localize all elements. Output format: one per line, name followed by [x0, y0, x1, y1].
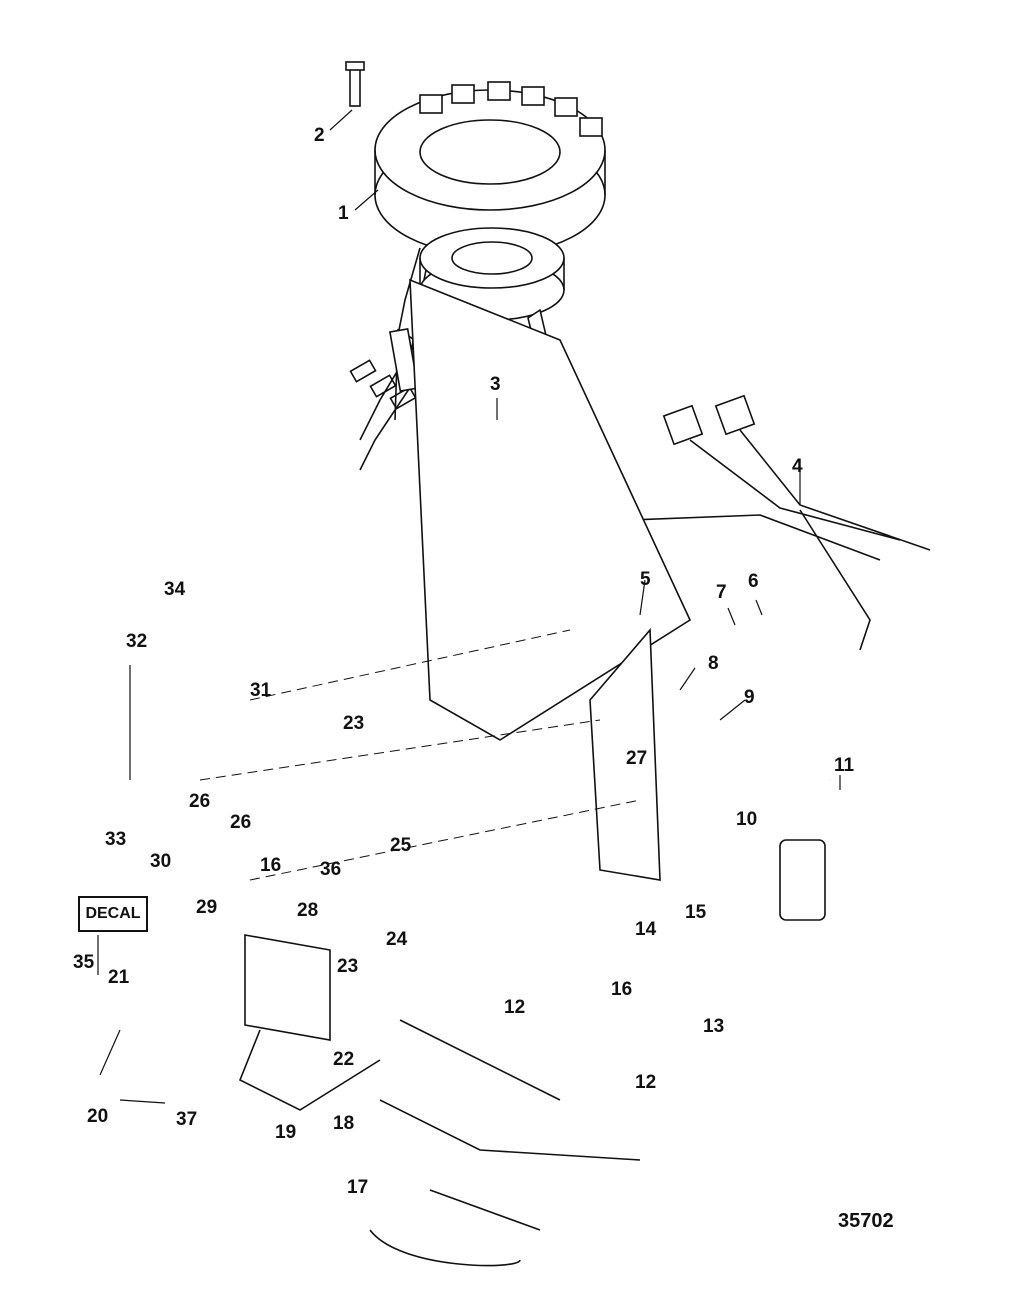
- regulator-part-22: [238, 934, 381, 1111]
- callout-23b: 23: [337, 956, 359, 977]
- callout-32: 32: [126, 631, 148, 652]
- stator-part: [349, 81, 606, 410]
- callout-5: 5: [640, 569, 651, 590]
- callout-14: 14: [635, 919, 657, 940]
- callout-26b: 26: [230, 812, 252, 833]
- callout-23a: 23: [343, 713, 365, 734]
- callout-12b: 12: [635, 1072, 657, 1093]
- callout-22: 22: [333, 1049, 355, 1070]
- callout-37: 37: [176, 1109, 198, 1130]
- callout-15: 15: [685, 902, 707, 923]
- callout-36: 36: [320, 859, 342, 880]
- decal-label: DECAL: [85, 905, 141, 922]
- decal-label-box: DECAL: [78, 896, 148, 932]
- callout-33: 33: [105, 829, 127, 850]
- callout-17: 17: [347, 1177, 369, 1198]
- callout-8: 8: [708, 653, 719, 674]
- callout-28: 28: [297, 900, 319, 921]
- wire-leads: [369, 1019, 641, 1267]
- callout-13: 13: [703, 1016, 725, 1037]
- callout-29: 29: [196, 897, 218, 918]
- callout-27: 27: [626, 748, 648, 769]
- callout-11: 11: [834, 755, 855, 776]
- leader-lines: [97, 109, 841, 1104]
- callout-25: 25: [390, 835, 412, 856]
- callout-6: 6: [748, 571, 759, 592]
- callout-34: 34: [164, 579, 186, 600]
- callout-12a: 12: [504, 997, 526, 1018]
- callout-16a: 16: [260, 855, 282, 876]
- callout-2: 2: [314, 125, 325, 146]
- callout-19: 19: [275, 1122, 297, 1143]
- figure-number: 35702: [838, 1210, 894, 1232]
- callout-10: 10: [736, 809, 758, 830]
- callout-20: 20: [87, 1106, 109, 1127]
- callout-1: 1: [338, 203, 349, 224]
- callout-31: 31: [250, 680, 272, 701]
- callout-21: 21: [108, 967, 130, 988]
- callout-3: 3: [490, 374, 501, 395]
- screw-part-2: [345, 61, 365, 107]
- callout-26a: 26: [189, 791, 211, 812]
- callout-30: 30: [150, 851, 172, 872]
- callout-18: 18: [333, 1113, 355, 1134]
- callout-16b: 16: [611, 979, 633, 1000]
- callout-9: 9: [744, 687, 755, 708]
- callout-7: 7: [716, 582, 727, 603]
- bracket-part-5: [199, 278, 692, 881]
- callout-24: 24: [386, 929, 408, 950]
- callout-35: 35: [73, 952, 95, 973]
- callout-4: 4: [792, 456, 803, 477]
- loom-part-11: [639, 773, 883, 1157]
